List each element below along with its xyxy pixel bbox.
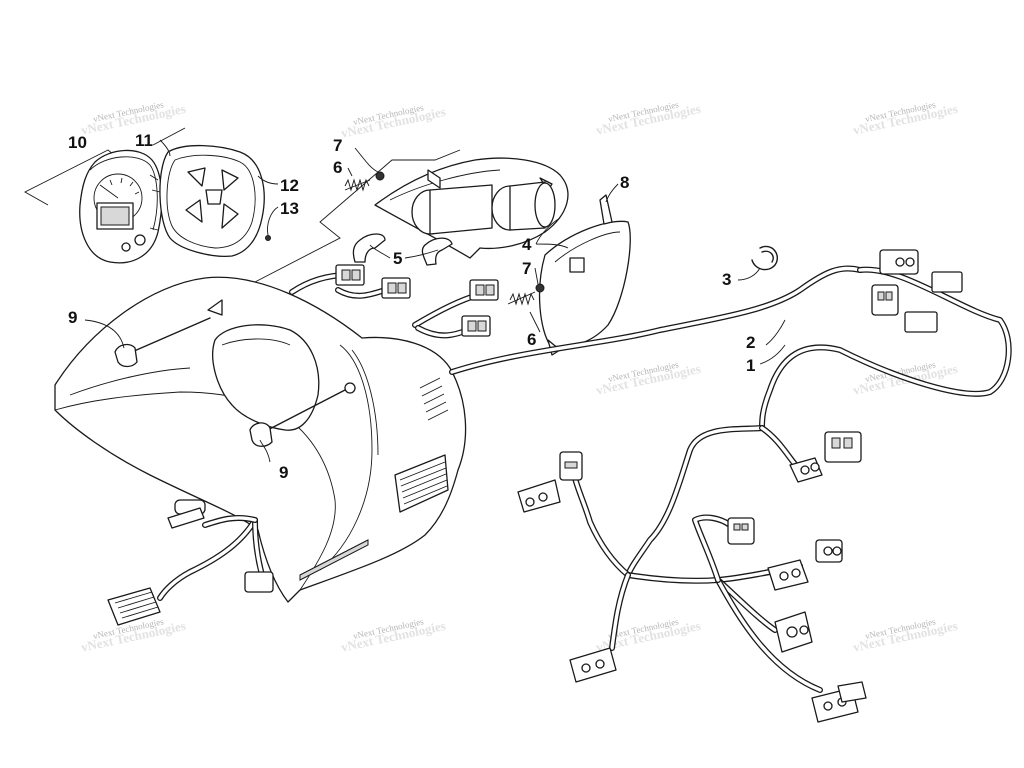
callout-6-lower: 6 <box>527 330 536 349</box>
gauge-housing <box>159 144 271 257</box>
callout-1: 1 <box>746 356 755 375</box>
callout-6-upper: 6 <box>333 158 342 177</box>
callout-9-left: 9 <box>68 308 77 327</box>
duct-elbows <box>352 233 453 266</box>
callout-11: 11 <box>135 131 153 150</box>
callout-7-upper: 7 <box>333 136 342 155</box>
watermark: vNext Technologies vNext Technologies <box>852 99 959 138</box>
watermark: vNext Technologies vNext Technologies <box>595 99 702 138</box>
callout-5: 5 <box>393 249 402 268</box>
vent-louvers-upper <box>419 377 449 421</box>
dash-bracket <box>374 157 569 259</box>
watermark: vNext Technologies vNext Technologies <box>340 102 447 141</box>
connectors <box>107 249 963 723</box>
watermark: vNext Technologies vNext Technologies <box>80 99 187 138</box>
callout-12: 12 <box>280 176 299 195</box>
retainer-clip <box>751 245 778 271</box>
instrument-gauge <box>79 149 163 264</box>
watermark: vNext Technologies vNext Technologies <box>340 616 447 655</box>
callout-13: 13 <box>280 199 299 218</box>
callout-4: 4 <box>522 235 532 254</box>
callout-numbers: 1 2 3 4 5 6 6 7 7 8 9 9 10 11 12 13 <box>68 131 755 482</box>
watermark: vNext Technologies vNext Technologies <box>595 359 702 398</box>
callout-7-lower: 7 <box>522 259 531 278</box>
wiring-harness-main <box>449 265 1012 693</box>
springs-and-washers <box>344 171 545 306</box>
callout-9-center: 9 <box>279 463 288 482</box>
callout-2: 2 <box>746 333 755 352</box>
wiring-harness-hood <box>157 514 265 601</box>
side-panel <box>538 194 631 356</box>
callout-8: 8 <box>620 173 629 192</box>
vent-louvers-lower <box>394 454 449 513</box>
callout-3: 3 <box>722 270 731 289</box>
watermark: vNext Technologies vNext Technologies <box>852 616 959 655</box>
hood-studs <box>114 317 356 447</box>
callout-10: 10 <box>68 133 87 152</box>
leader-lines <box>84 139 786 463</box>
